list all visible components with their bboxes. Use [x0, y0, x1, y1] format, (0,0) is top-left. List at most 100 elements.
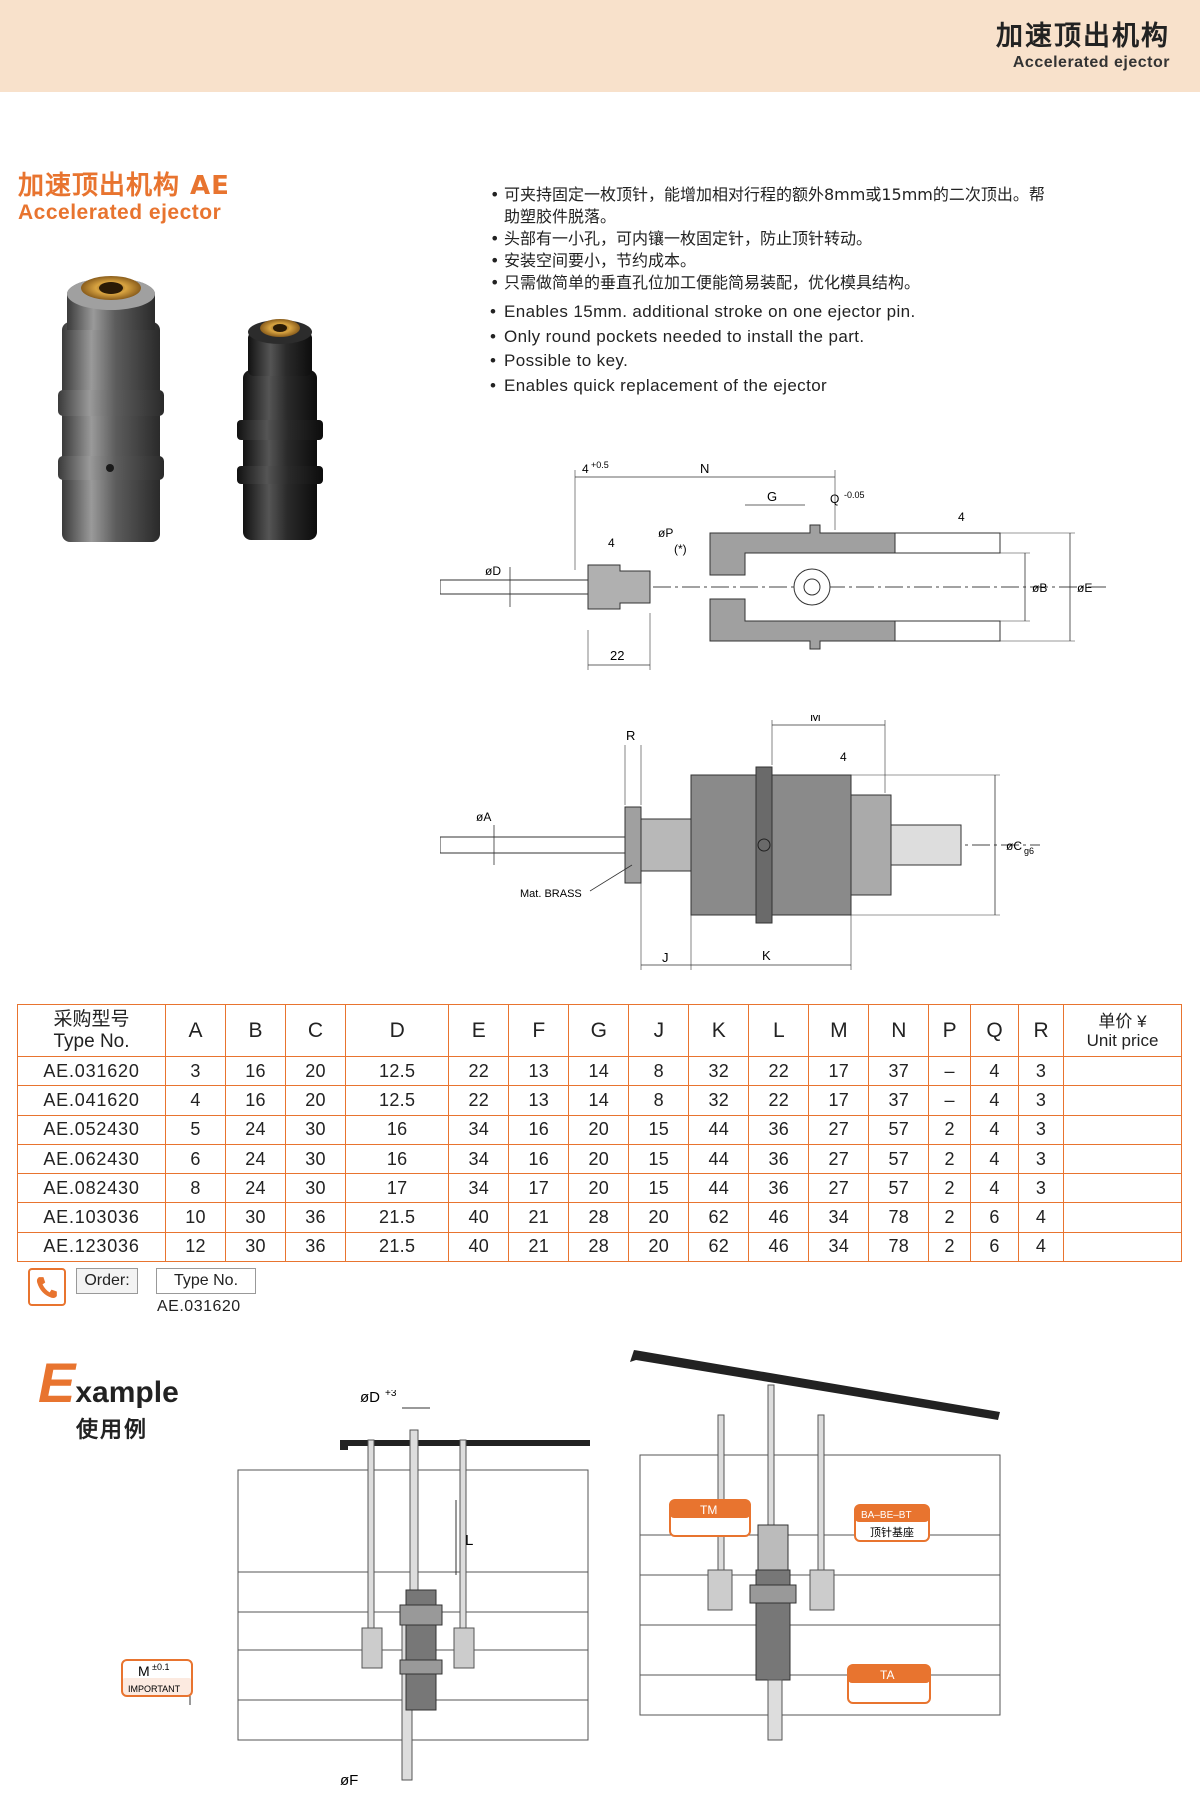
th-type-en: Type No. [53, 1030, 130, 1052]
cell-type-no: AE.052430 [17, 1114, 166, 1145]
cell-q: 4 [969, 1085, 1020, 1116]
side-view-drawing: R M 4 øA øC g6 J K Mat. BRASS [440, 715, 1040, 970]
th-col: M [808, 1004, 870, 1057]
cell-a: 10 [165, 1202, 226, 1233]
cell-e: 22 [448, 1085, 510, 1116]
cell-a: 6 [165, 1143, 226, 1175]
svg-text:TM: TM [700, 1503, 717, 1517]
feature-en-3: Possible to key. [490, 349, 1050, 374]
cell-f: 21 [508, 1202, 570, 1233]
cell-unit-price [1063, 1202, 1182, 1233]
cell-q: 6 [969, 1202, 1020, 1233]
feature-en-2: Only round pockets needed to install the… [490, 325, 1050, 350]
table-header-row: 采购型号 Type No. A B C D E F G J K L M N P … [17, 1004, 1182, 1057]
th-col: P [928, 1004, 971, 1057]
cell-e: 22 [448, 1055, 510, 1087]
cell-p: 2 [928, 1143, 971, 1175]
cell-j: 20 [628, 1231, 690, 1263]
cell-d: 12.5 [344, 1085, 450, 1116]
svg-text:IMPORTANT: IMPORTANT [128, 1684, 181, 1694]
svg-text:4: 4 [840, 750, 847, 764]
cell-f: 17 [508, 1173, 570, 1204]
cell-b: 16 [225, 1085, 286, 1116]
cell-m: 27 [808, 1114, 870, 1145]
svg-text:øD: øD [360, 1390, 380, 1406]
cell-b: 16 [225, 1055, 286, 1087]
svg-text:M: M [138, 1663, 150, 1679]
cell-p: – [928, 1085, 971, 1116]
cell-r: 4 [1018, 1202, 1064, 1233]
cell-unit-price [1063, 1143, 1182, 1175]
cell-d: 16 [344, 1114, 450, 1145]
header-title-cn: 加速顶出机构 [996, 21, 1170, 52]
cell-m: 27 [808, 1143, 870, 1175]
example-diagram-left: øD +3 L øF M ±0.1 IMPORTANT [121, 1390, 590, 1789]
th-col: N [868, 1004, 930, 1057]
cell-n: 37 [868, 1085, 930, 1116]
phone-icon [28, 1268, 66, 1306]
cell-p: 2 [928, 1114, 971, 1145]
cell-p: 2 [928, 1202, 971, 1233]
cell-type-no: AE.041620 [17, 1085, 166, 1116]
svg-text:J: J [662, 950, 669, 965]
cell-e: 40 [448, 1231, 510, 1263]
cell-unit-price [1063, 1055, 1182, 1087]
cross-section-drawing: 4 +0.5 N G Q -0.05 4 4 øP (*) øD øB øE 2… [440, 460, 1110, 670]
cell-m: 34 [808, 1202, 870, 1233]
svg-text:顶针基座: 顶针基座 [870, 1525, 914, 1539]
svg-text:TA: TA [880, 1668, 894, 1682]
svg-text:±0.1: ±0.1 [152, 1662, 169, 1672]
cell-k: 62 [688, 1231, 750, 1263]
th-col: K [688, 1004, 750, 1057]
th-unit-price: 单价 ¥ Unit price [1063, 1004, 1182, 1057]
product-photo [58, 276, 323, 542]
svg-text:L: L [465, 1532, 473, 1549]
th-col: J [628, 1004, 690, 1057]
svg-text:4: 4 [582, 462, 589, 476]
cell-l: 22 [748, 1085, 810, 1116]
th-type-cn: 采购型号 [53, 1008, 130, 1030]
cell-k: 62 [688, 1202, 750, 1233]
th-col: D [344, 1004, 450, 1057]
cell-q: 4 [969, 1173, 1020, 1204]
cell-m: 27 [808, 1173, 870, 1204]
svg-text:K: K [762, 948, 771, 963]
svg-text:øB: øB [1032, 581, 1047, 595]
header-band [0, 0, 1200, 92]
cell-d: 21.5 [344, 1202, 450, 1233]
cell-g: 28 [568, 1202, 630, 1233]
cell-b: 24 [225, 1114, 286, 1145]
order-type-label: Type No. [156, 1268, 256, 1294]
cell-p: – [928, 1055, 971, 1087]
cell-type-no: AE.031620 [17, 1055, 166, 1087]
svg-text:+3: +3 [385, 1390, 397, 1399]
cell-m: 17 [808, 1085, 870, 1116]
example-big-letter: E [38, 1351, 76, 1414]
cell-b: 30 [225, 1202, 286, 1233]
cell-g: 20 [568, 1173, 630, 1204]
cell-f: 13 [508, 1055, 570, 1087]
feature-list-en: Enables 15mm. additional stroke on one e… [490, 300, 1050, 398]
svg-text:g6: g6 [1024, 846, 1034, 856]
cell-g: 28 [568, 1231, 630, 1263]
cell-type-no: AE.062430 [17, 1143, 166, 1175]
cell-k: 44 [688, 1114, 750, 1145]
cell-l: 22 [748, 1055, 810, 1087]
example-title-cn: 使用例 [76, 1418, 149, 1443]
th-col: G [568, 1004, 630, 1057]
cell-d: 16 [344, 1143, 450, 1175]
cell-g: 20 [568, 1114, 630, 1145]
th-col: F [508, 1004, 570, 1057]
cell-a: 3 [165, 1055, 226, 1087]
th-col: A [165, 1004, 226, 1057]
cell-g: 20 [568, 1143, 630, 1175]
svg-text:+0.5: +0.5 [591, 460, 609, 470]
cell-type-no: AE.082430 [17, 1173, 166, 1204]
cell-n: 37 [868, 1055, 930, 1087]
cell-b: 30 [225, 1231, 286, 1263]
cell-p: 2 [928, 1173, 971, 1204]
cell-r: 3 [1018, 1085, 1064, 1116]
